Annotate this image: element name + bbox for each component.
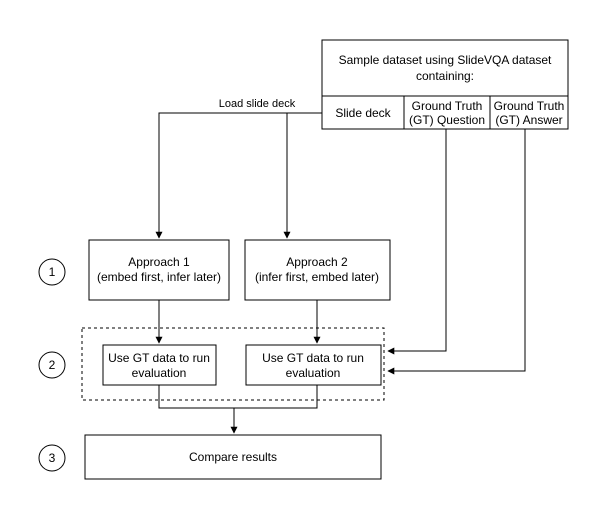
arrow-gt-question (387, 129, 447, 355)
evaluation-2-line1: Use GT data to run (262, 351, 364, 365)
step-marker-1: 1 (38, 258, 66, 286)
approach-2-box: Approach 2 (infer first, embed later) (244, 239, 391, 301)
evaluation-group (81, 327, 385, 401)
gt-answer-line2: (GT) Answer (495, 113, 562, 127)
compare-results-label: Compare results (189, 450, 277, 464)
evaluation-2-line2: evaluation (286, 366, 341, 380)
gt-answer-cell (489, 95, 569, 130)
load-slide-deck-connector: Load slide deck (155, 96, 322, 239)
arrow-gt-answer (387, 129, 526, 375)
gt-question-cell (403, 95, 491, 130)
load-slide-deck-label: Load slide deck (219, 98, 296, 110)
svg-text:1: 1 (49, 265, 56, 279)
evaluation-2-box: Use GT data to run evaluation (245, 344, 382, 386)
merge-connector (158, 385, 318, 409)
gt-answer-line1: Ground Truth (494, 99, 565, 113)
source-title-line2: containing: (416, 69, 474, 83)
svg-text:2: 2 (49, 358, 56, 372)
slide-deck-cell (321, 95, 405, 130)
source-dataset-table: Sample dataset using SlideVQA dataset co… (321, 39, 569, 130)
load-arrow-approach-1 (155, 112, 322, 239)
gt-question-line2: (GT) Question (409, 113, 485, 127)
approach-1-box: Approach 1 (embed first, infer later) (88, 239, 230, 301)
approach-2-subtitle: (infer first, embed later) (255, 270, 379, 284)
source-title-cell (321, 39, 569, 97)
step-marker-3: 3 (38, 444, 66, 472)
gt-question-line1: Ground Truth (412, 99, 483, 113)
approach-2-title: Approach 2 (286, 255, 348, 269)
step-marker-2: 2 (38, 351, 66, 379)
approach-1-title: Approach 1 (128, 255, 190, 269)
approach-1-subtitle: (embed first, infer later) (97, 270, 221, 284)
evaluation-1-box: Use GT data to run evaluation (102, 344, 217, 386)
svg-text:3: 3 (49, 451, 56, 465)
evaluation-1-line1: Use GT data to run (108, 351, 210, 365)
compare-results-box: Compare results (84, 434, 382, 480)
source-title-line1: Sample dataset using SlideVQA dataset (339, 53, 552, 67)
evaluation-1-line2: evaluation (132, 366, 187, 380)
slide-deck-label: Slide deck (335, 106, 391, 120)
